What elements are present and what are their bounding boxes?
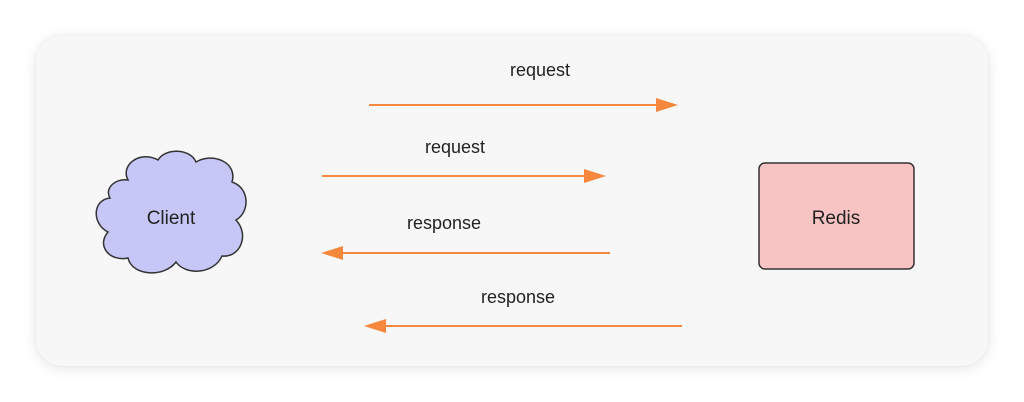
client-label: Client [147, 208, 196, 229]
arrowhead-left-icon [364, 319, 386, 333]
request-label-1: request [510, 60, 570, 80]
redis-label: Redis [812, 208, 861, 229]
arrowhead-right-icon [656, 98, 678, 112]
arrowhead-left-icon [321, 246, 343, 260]
request-arrow-2: request [322, 137, 606, 183]
redis-box [758, 162, 915, 270]
response-label-1: response [407, 213, 481, 233]
response-arrow-2: response [364, 287, 682, 333]
response-arrow-1: response [321, 213, 610, 260]
response-label-2: response [481, 287, 555, 307]
request-label-2: request [425, 137, 485, 157]
request-arrow-1: request [369, 60, 678, 112]
redis-node: Redis [758, 162, 915, 270]
client-node: Client [95, 150, 247, 274]
arrowhead-right-icon [584, 169, 606, 183]
client-cloud-shape [95, 150, 247, 274]
